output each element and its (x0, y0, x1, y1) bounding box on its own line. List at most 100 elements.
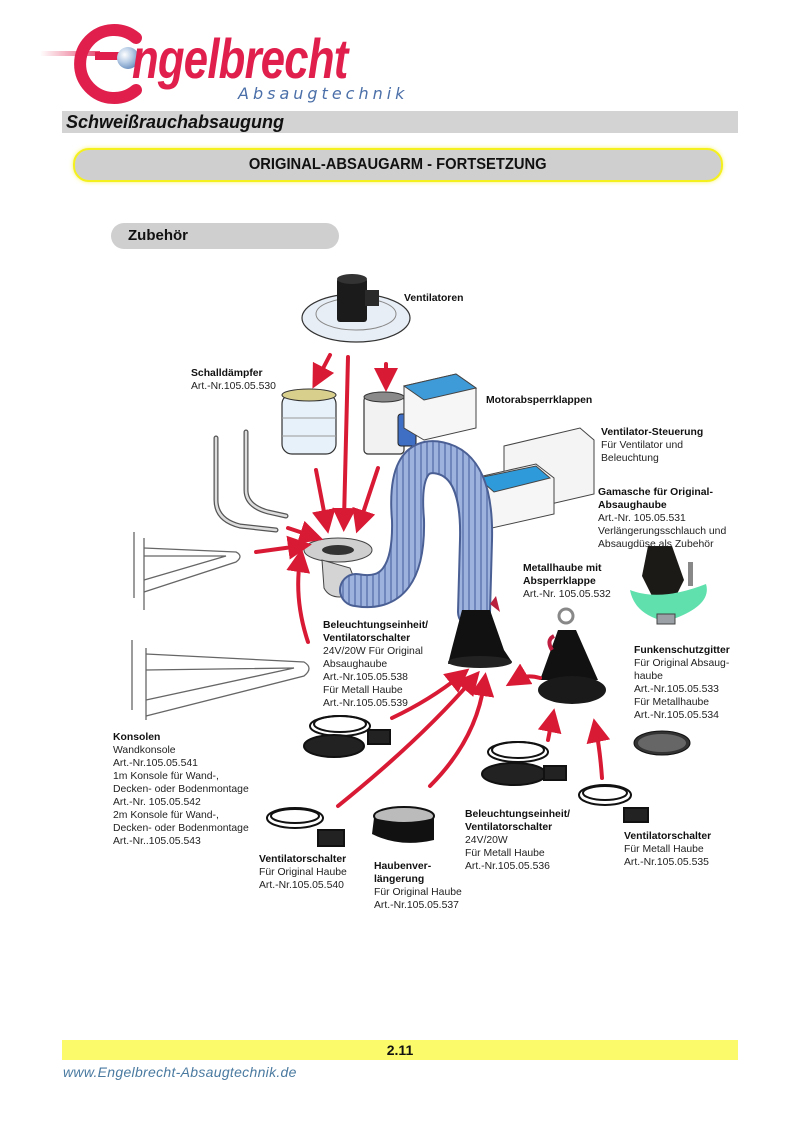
label-beleuchtung-metall: Beleuchtungseinheit/ Ventilatorschalter … (465, 808, 570, 873)
label-title: Ventilatoren (404, 293, 464, 304)
label-title: Haubenver- (374, 861, 432, 872)
label-konsolen: Konsolen Wandkonsole Art.-Nr.105.05.541 … (113, 731, 249, 848)
label-title: Ventilatorschalter (259, 854, 347, 865)
label-title: Ventilatorschalter (465, 822, 553, 833)
label-line: Art.-Nr.105.05.535 (624, 857, 709, 868)
arrow-console-to-elbow (286, 548, 311, 644)
wall-mount-rail-illustration (213, 429, 289, 533)
label-line: Decken- oder Bodenmontage (113, 823, 249, 834)
website-link[interactable]: www.Engelbrecht-Absaugtechnik.de (63, 1064, 297, 1080)
wall-mount-rail-inner (214, 430, 288, 532)
label-title: Ventilatorschalter (624, 831, 712, 842)
arrow-light-original-to-hood (390, 668, 470, 720)
logo-tagline: Absaugtechnik (238, 84, 409, 103)
label-line: Absaugdüse als Zubehör (598, 539, 714, 550)
label-line: haube (634, 671, 663, 682)
logo-letter-e (74, 24, 142, 104)
page-title-banner: ORIGINAL-ABSAUGARM - FORTSETZUNG (73, 148, 723, 182)
label-line: Art.-Nr.105.05.536 (465, 861, 550, 872)
label-title: Beleuchtungseinheit/ (465, 809, 571, 820)
label-motorabsperrklappen: Motorabsperrklappen (486, 394, 592, 407)
label-line: Art.-Nr..105.05.543 (113, 836, 201, 847)
label-line: 2m Konsole für Wand-, (113, 810, 219, 821)
label-line: Art.-Nr.105.05.541 (113, 758, 198, 769)
label-funkenschutzgitter: Funkenschutzgitter Für Original Absaug- … (634, 644, 730, 722)
flexible-hose-illustration (339, 440, 494, 629)
label-line: Beleuchtung (601, 453, 659, 464)
label-line: Art.-Nr.105.05.539 (323, 698, 408, 709)
label-metallhaube: Metallhaube mit Absperrklappe Art.-Nr. 1… (523, 562, 611, 601)
page-number: 2.11 (386, 1042, 414, 1058)
label-title: längerung (374, 874, 425, 885)
label-title: Konsolen (113, 732, 161, 743)
subtitle-pill: Zubehör (111, 223, 339, 249)
label-title: Absaughaube (598, 500, 667, 511)
wall-bracket-illustration (131, 532, 310, 720)
label-ventilator-steuerung: Ventilator-Steuerung Für Ventilator und … (601, 426, 703, 465)
label-haubenverlaengerung: Haubenver- längerung Für Original Haube … (374, 860, 462, 912)
arrow-metal-hood-to-hood (505, 663, 542, 687)
arrow-bracket-to-elbow (254, 535, 312, 560)
label-line: Art.-Nr.105.05.537 (374, 900, 459, 911)
label-line: Für Metall Haube (323, 685, 403, 696)
label-line: Für Metall Haube (624, 844, 704, 855)
label-line: Art.-Nr.105.05.540 (259, 880, 344, 891)
fan-illustration (301, 274, 411, 343)
logo-mark (40, 24, 142, 104)
label-line: Decken- oder Bodenmontage (113, 784, 249, 795)
label-title: Motorabsperrklappen (486, 395, 593, 406)
label-ventilatorschalter-metall: Ventilatorschalter Für Metall Haube Art.… (624, 830, 711, 869)
footer-bar: 2.11 (62, 1040, 738, 1060)
label-line: Art.-Nr. 105.05.532 (523, 589, 611, 600)
section-title: Schweißrauchabsaugung (66, 112, 285, 132)
label-line: Für Metallhaube (634, 697, 710, 708)
section-strip: Schweißrauchabsaugung (62, 111, 738, 133)
label-line: 24V/20W Für Original (323, 646, 423, 657)
light-unit-metal-illustration (481, 741, 567, 786)
label-line: Art.-Nr.105.05.534 (634, 710, 719, 721)
diagram-illustration (131, 274, 707, 847)
label-line: Art.-Nr.105.05.530 (191, 381, 276, 392)
label-title: Beleuchtungseinheit/ (323, 620, 429, 631)
label-title: Metallhaube mit (523, 563, 602, 574)
motor-damper-illustration (363, 373, 478, 455)
arrow-extension-to-hood (428, 672, 495, 788)
fan-switch-original-illustration (266, 807, 345, 847)
fan-control-illustration (473, 427, 595, 529)
gaiter-illustration (630, 546, 707, 625)
label-line: Verlängerungsschlauch und (598, 526, 727, 537)
label-ventilatoren: Ventilatoren (404, 292, 463, 305)
arrow-fan-to-elbow (332, 355, 357, 532)
label-title: Funkenschutzgitter (634, 645, 730, 656)
label-line: 1m Konsole für Wand-, (113, 771, 219, 782)
label-line: Für Original Haube (374, 887, 462, 898)
arrow-fan-to-silencer (312, 353, 335, 389)
logo-sphere-icon (117, 47, 139, 69)
label-schalldaempfer: Schalldämpfer Art.-Nr.105.05.530 (191, 367, 276, 393)
label-title: Absperrklappe (523, 576, 596, 587)
label-gamasche: Gamasche für Original- Absaughaube Art.-… (598, 486, 726, 551)
light-unit-original-illustration (303, 715, 391, 758)
arrow-light-metal-to-metal-hood (537, 708, 562, 742)
label-line: 24V/20W (465, 835, 508, 846)
accessory-diagram: Ventilatoren Schalldämpfer Art.-Nr.105.0… (0, 260, 800, 940)
label-title: Ventilatorschalter (323, 633, 411, 644)
label-line: Art.-Nr.105.05.538 (323, 672, 408, 683)
label-line: Für Metall Haube (465, 848, 545, 859)
connection-arrows (254, 353, 611, 808)
arrow-rail-to-elbow (286, 520, 324, 544)
label-line: Für Original Haube (259, 867, 347, 878)
arrow-damper-to-elbow (352, 466, 380, 534)
label-line: Für Ventilator und (601, 440, 684, 451)
label-line: Wandkonsole (113, 745, 176, 756)
logo-swoosh (40, 51, 100, 56)
label-line: Art.-Nr. 105.05.531 (598, 513, 686, 524)
subtitle: Zubehör (128, 227, 188, 244)
original-hood-illustration (448, 596, 512, 668)
silencer-illustration (281, 388, 337, 455)
label-title: Ventilator-Steuerung (601, 427, 704, 438)
label-line: Absaughaube (323, 659, 388, 670)
logo-e-bar (95, 52, 127, 60)
page-title: ORIGINAL-ABSAUGARM - FORTSETZUNG (249, 156, 547, 173)
label-line: Art.-Nr. 105.05.542 (113, 797, 201, 808)
